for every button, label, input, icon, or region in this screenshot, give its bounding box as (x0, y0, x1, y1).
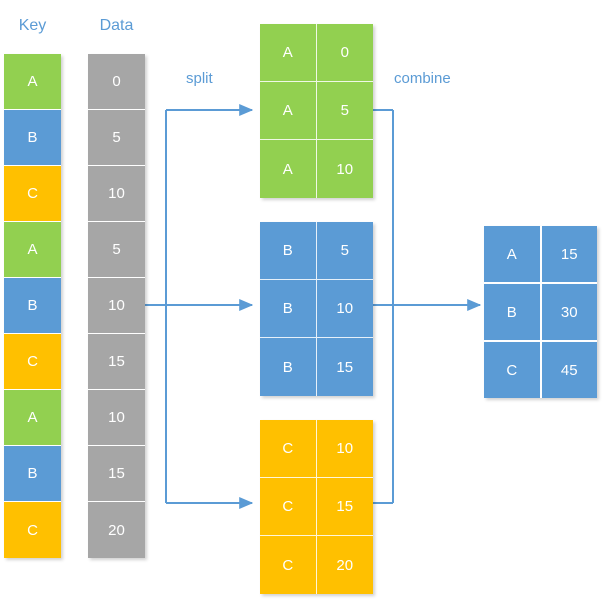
group-c-key-cell: C (260, 536, 317, 594)
data-cell: 10 (88, 390, 145, 446)
split-connector (145, 104, 254, 509)
group-c-data-cell: 15 (316, 478, 373, 536)
result-table-key-cell: B (484, 284, 540, 340)
group-c-key-cell: C (260, 478, 317, 536)
group-a-data-cell: 10 (316, 140, 373, 198)
combine-connector (373, 109, 482, 504)
group-a-key-cell: A (260, 24, 317, 82)
data-cell: 5 (88, 222, 145, 278)
split-label: split (186, 70, 213, 87)
key-cell: C (4, 334, 61, 390)
result-table-data-cell: 30 (541, 284, 597, 340)
result-table-data-cell: 15 (541, 226, 597, 282)
result-table-key-cell: A (484, 226, 540, 282)
result-table-data-cell: 45 (541, 342, 597, 398)
group-a-key-cell: A (260, 140, 317, 198)
key-cell: B (4, 446, 61, 502)
data-cell: 0 (88, 54, 145, 110)
group-b-key-cell: B (260, 222, 317, 280)
group-a-data-cell: 0 (316, 24, 373, 82)
key-cell: C (4, 502, 61, 558)
group-b-key-cell: B (260, 338, 317, 396)
data-column-header: Data (99, 17, 134, 34)
group-a-key-cell: A (260, 82, 317, 140)
key-cell: B (4, 278, 61, 334)
key-cell: B (4, 110, 61, 166)
group-b-data-cell: 15 (316, 338, 373, 396)
group-c-data-cell: 20 (316, 536, 373, 594)
data-cell: 10 (88, 166, 145, 222)
group-c-data-cell: 10 (316, 420, 373, 478)
key-cell: A (4, 54, 61, 110)
data-cell: 10 (88, 278, 145, 334)
group-b-data-cell: 10 (316, 280, 373, 338)
group-a-data-cell: 5 (316, 82, 373, 140)
group-b-data-cell: 5 (316, 222, 373, 280)
group-c-key-cell: C (260, 420, 317, 478)
key-cell: A (4, 390, 61, 446)
data-cell: 15 (88, 334, 145, 390)
data-cell: 15 (88, 446, 145, 502)
key-cell: A (4, 222, 61, 278)
key-column-header: Key (18, 17, 47, 34)
data-cell: 20 (88, 502, 145, 558)
data-cell: 5 (88, 110, 145, 166)
result-table-key-cell: C (484, 342, 540, 398)
key-cell: C (4, 166, 61, 222)
combine-label: combine (394, 70, 451, 87)
group-b-key-cell: B (260, 280, 317, 338)
